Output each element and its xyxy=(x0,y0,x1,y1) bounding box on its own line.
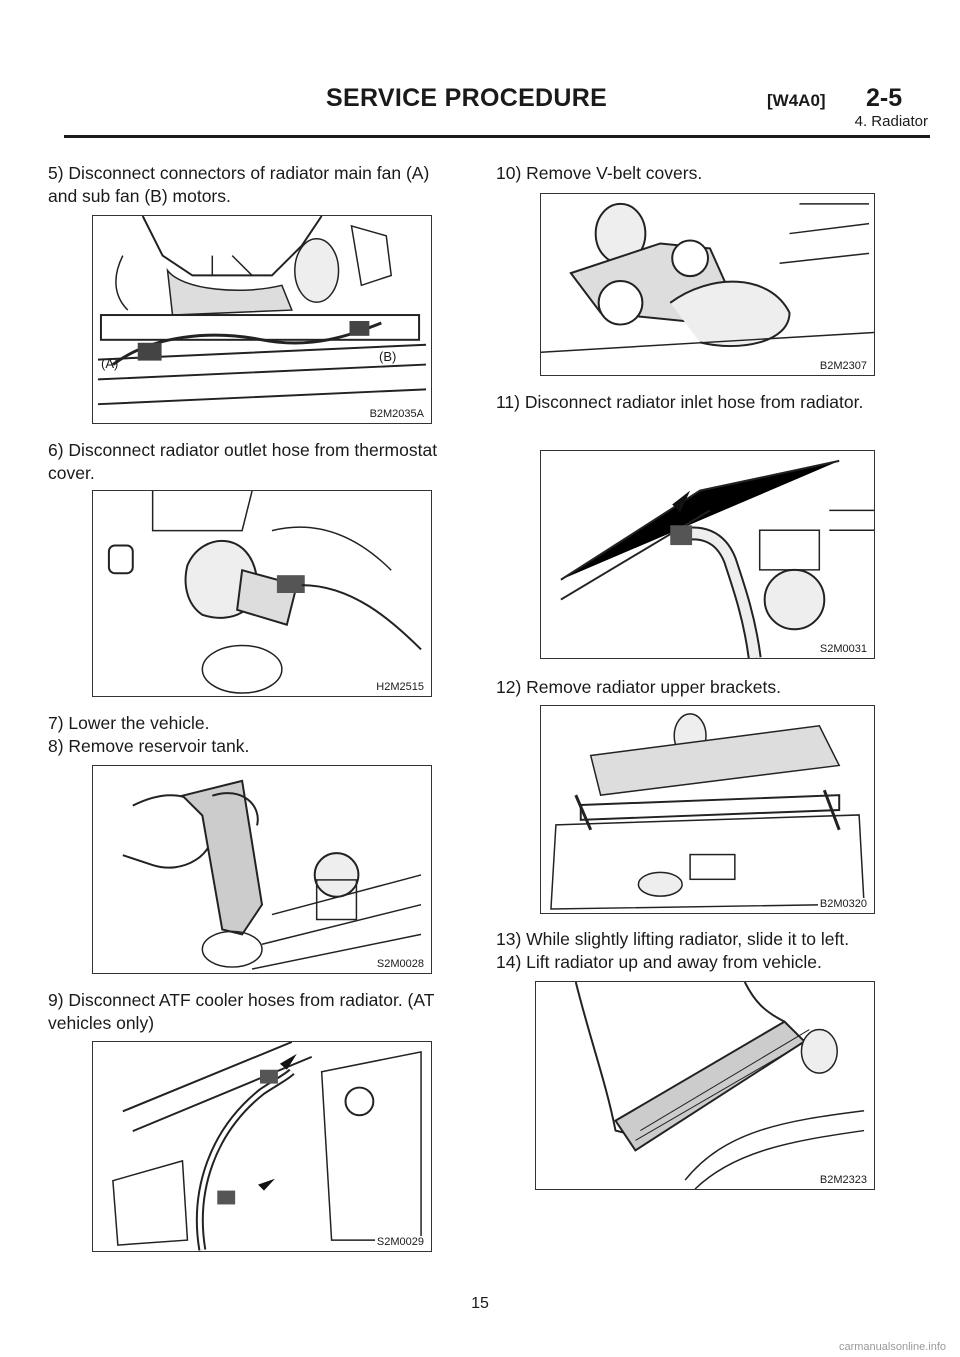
watermark: carmanualsonline.info xyxy=(838,1341,946,1353)
figure-inlet-hose: S2M0031 xyxy=(540,450,875,659)
step-5: 5) Disconnect connectors of radiator mai… xyxy=(48,163,430,206)
figure-label: B2M0320 xyxy=(817,898,869,910)
figure-atf-hoses: S2M0029 xyxy=(92,1041,432,1252)
section-subtitle: 4. Radiator xyxy=(854,113,928,130)
engine-illustration xyxy=(97,216,427,406)
header-divider xyxy=(64,135,930,138)
callout-a: (A) xyxy=(101,356,119,371)
section-title: SERVICE PROCEDURE xyxy=(326,84,608,112)
lift-radiator-illustration xyxy=(574,982,865,1189)
figure-lift-radiator: B2M2323 xyxy=(535,981,875,1190)
vbelt-illustration xyxy=(541,202,874,353)
figure-thermostat-hose: H2M2515 xyxy=(92,490,432,697)
step-10: 10) Remove V-belt covers. xyxy=(496,163,703,183)
figure-label: S2M0028 xyxy=(374,958,426,970)
inlet-hose-illustration xyxy=(560,459,874,658)
figure-label: S2M0031 xyxy=(817,643,869,655)
figure-label: B2M2307 xyxy=(817,360,869,372)
step-7: 7) Lower the vehicle. xyxy=(48,713,210,733)
page-number: 15 xyxy=(471,1295,489,1312)
step-12: 12) Remove radiator upper brackets. xyxy=(496,677,781,697)
figure-label: H2M2515 xyxy=(374,681,426,693)
figure-fan-connectors: (A) (B) B2M2035A xyxy=(92,215,432,424)
section-code: [W4A0] xyxy=(767,91,826,110)
step-11: 11) Disconnect radiator inlet hose from … xyxy=(496,392,864,412)
step-13: 13) While slightly lifting radiator, sli… xyxy=(496,929,850,949)
step-6: 6) Disconnect radiator outlet hose from … xyxy=(48,440,438,483)
thermostat-illustration xyxy=(107,491,422,694)
figure-vbelt-covers: B2M2307 xyxy=(540,193,875,376)
figure-upper-brackets: B2M0320 xyxy=(540,705,875,914)
figure-label: S2M0029 xyxy=(374,1236,426,1248)
step-14: 14) Lift radiator up and away from vehic… xyxy=(496,952,822,972)
atf-hose-illustration xyxy=(112,1042,422,1251)
section-number: 2-5 xyxy=(866,84,903,112)
callout-b: (B) xyxy=(379,349,397,364)
figure-label: B2M2323 xyxy=(817,1174,869,1186)
figure-label: B2M2035A xyxy=(367,408,426,420)
step-8: 8) Remove reservoir tank. xyxy=(48,736,250,756)
bracket-illustration xyxy=(550,713,865,910)
figure-reservoir-tank: S2M0028 xyxy=(92,765,432,974)
step-9: 9) Disconnect ATF cooler hoses from radi… xyxy=(48,990,435,1033)
reservoir-illustration xyxy=(122,779,422,970)
